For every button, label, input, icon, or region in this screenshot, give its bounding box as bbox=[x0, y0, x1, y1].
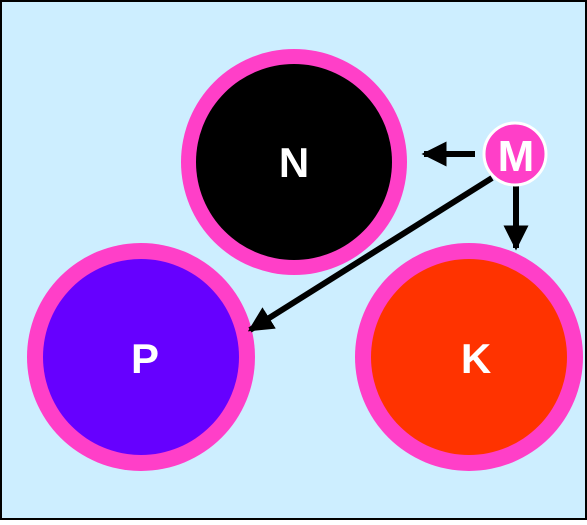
node-p-core bbox=[43, 259, 239, 455]
edge-m-to-p bbox=[247, 175, 494, 333]
node-k-label: K bbox=[461, 335, 491, 382]
node-p: P bbox=[27, 243, 255, 471]
node-n-label: N bbox=[279, 139, 309, 186]
node-m-label: M bbox=[498, 132, 535, 181]
node-k: K bbox=[355, 243, 583, 471]
node-p-label: P bbox=[131, 335, 159, 382]
node-n: N bbox=[181, 49, 407, 275]
node-m: M bbox=[482, 121, 548, 187]
node-n-core bbox=[196, 64, 392, 260]
node-k-core bbox=[371, 259, 567, 455]
node-m-core bbox=[482, 121, 548, 187]
